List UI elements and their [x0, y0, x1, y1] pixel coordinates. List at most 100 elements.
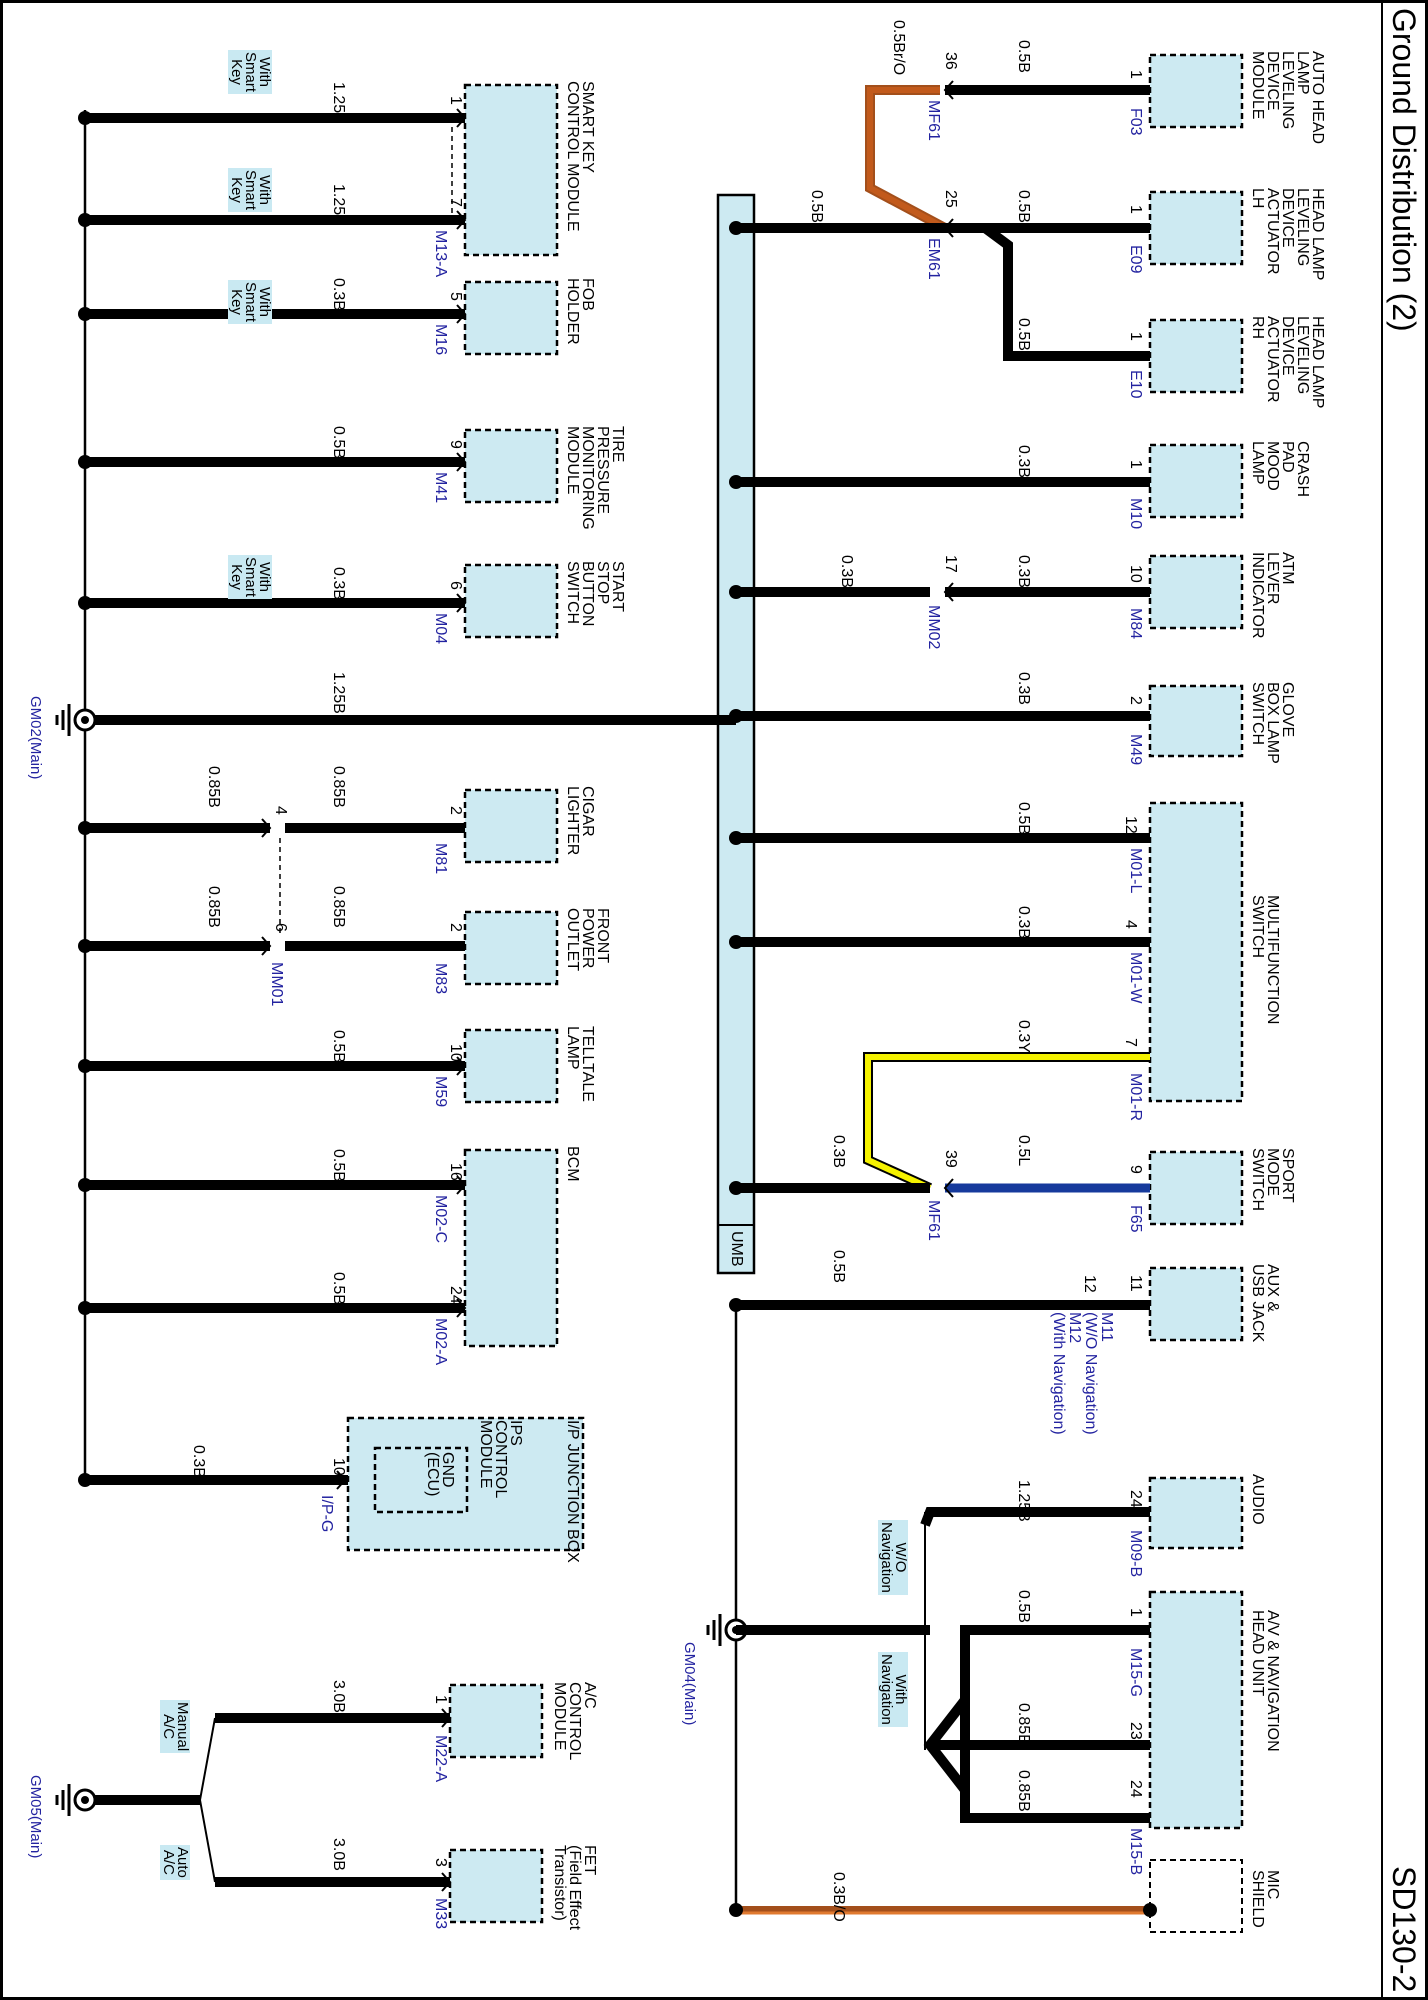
audio-connector: M09-B	[1127, 1530, 1144, 1578]
glove-box	[1148, 684, 1244, 758]
ips-gnd-label: GND (ECU)	[424, 1452, 456, 1497]
smartkey-label: SMART KEY CONTROL MODULE	[564, 81, 596, 232]
ip-junction-box	[346, 1416, 585, 1552]
bcm-16-pin: 16	[447, 1163, 464, 1181]
glove-label: GLOVE BOX LAMP SWITCH	[1249, 682, 1296, 764]
avn-merge-wire	[923, 1696, 969, 1794]
crash-wire-label: 0.3B	[1015, 445, 1032, 478]
mm02-pin: 17	[942, 555, 959, 573]
auto-head-wire-label: 0.5B	[1015, 40, 1032, 73]
multifunction-wire-label-1: 0.3B	[1015, 906, 1032, 939]
telltale-arrow	[456, 1056, 467, 1076]
fob-connector: M16	[432, 324, 449, 356]
mm02-code: MM02	[925, 605, 942, 650]
front-junction	[78, 939, 92, 953]
bcm-16-connector: M02-C	[432, 1195, 449, 1244]
mm01-code: MM01	[268, 962, 285, 1007]
ips-wire-label: 0.3B	[190, 1445, 207, 1478]
bcm-24-junction	[78, 1301, 92, 1315]
em61-code: EM61	[925, 238, 942, 280]
auto-head-pin: 1	[1127, 70, 1144, 79]
smart-key-note-1: With Smart Key	[228, 50, 273, 95]
aux-pin: 11	[1127, 1275, 1144, 1292]
aux-pin-2: 12	[1081, 1275, 1098, 1293]
avn-pin-23: 23	[1127, 1722, 1144, 1740]
sport-connector: F65	[1127, 1205, 1144, 1233]
crash-connector: M10	[1127, 498, 1144, 530]
fob-arrow	[456, 304, 467, 324]
multifunction-pin-4: 4	[1122, 920, 1139, 929]
audio-label: AUDIO	[1249, 1474, 1266, 1525]
start-wire-label: 0.3B	[330, 567, 347, 600]
multifunction-connector-0: M01-L	[1127, 848, 1144, 894]
front-connector: M83	[432, 963, 449, 995]
audio-pin: 24	[1127, 1490, 1144, 1508]
sport-label: SPORT MODE SWITCH	[1249, 1148, 1296, 1212]
start-box	[463, 563, 559, 639]
bcm-16-wire-label: 0.5B	[330, 1149, 347, 1182]
with-navigation-note: With Navigation	[878, 1652, 909, 1727]
smartkey-1-arrow	[456, 108, 467, 128]
fet-wire-label: 3.0B	[330, 1838, 347, 1871]
telltale-label: TELLTALE LAMP	[564, 1026, 596, 1102]
telltale-connector: M59	[432, 1076, 449, 1108]
aux-box	[1148, 1266, 1244, 1342]
multifunction-switch-box	[1148, 801, 1244, 1103]
ac-pin: 1	[432, 1695, 449, 1704]
umb-junction-2	[729, 475, 743, 489]
fet-pin: 3	[432, 1858, 449, 1867]
auto_head-box	[1148, 53, 1244, 129]
ips-gnd-box	[373, 1446, 469, 1514]
cigar-junction	[78, 821, 92, 835]
front-wire-label: 0.85B	[330, 886, 347, 928]
mf61-bottom-code: MF61	[925, 1200, 942, 1241]
em61-wire-label: 0.5B	[808, 190, 825, 223]
avn-pin-1-24-wire	[960, 1625, 1150, 1823]
bcm-box	[463, 1148, 559, 1348]
fet-arrow	[441, 1872, 452, 1892]
hl_lh-label: HEAD LAMP LEVELING DEVICE ACTUATOR LH	[1249, 188, 1326, 281]
atm-label: ATM LEVER INDICATOR	[1249, 552, 1296, 639]
cigar-connector: M81	[432, 843, 449, 875]
bcm-24-wire-label: 0.5B	[330, 1272, 347, 1305]
multifunction-wire-label-2: 0.3Y	[1015, 1020, 1032, 1053]
aux-label: AUX & USB JACK	[1249, 1264, 1281, 1343]
tpms-label: TIRE PRESSURE MONITORING MODULE	[564, 426, 626, 530]
ac-connector: M22-A	[432, 1735, 449, 1783]
hl-rh-wire	[982, 223, 1150, 361]
front-label: FRONT POWER OUTLET	[564, 908, 611, 972]
smartkey-7-junction	[78, 213, 92, 227]
avn-label: A/V & NAVIGATION HEAD UNIT	[1249, 1610, 1281, 1752]
mf61-bottom-pin: 39	[942, 1150, 959, 1168]
smart-key-note-3: With Smart Key	[228, 280, 273, 325]
avn-wire-label-1: 0.5B	[1015, 1590, 1032, 1623]
avn-pin-24: 24	[1127, 1780, 1144, 1798]
atm-connector: M84	[1127, 608, 1144, 640]
smartkey-1-pin: 1	[447, 96, 464, 105]
brown-wire	[867, 87, 947, 231]
audio-wire	[920, 1507, 1150, 1527]
hl_rh-label: HEAD LAMP LEVELING DEVICE ACTUATOR RH	[1249, 316, 1326, 409]
ac-control-label: A/C CONTROL MODULE	[551, 1682, 598, 1761]
sport-pin: 9	[1127, 1165, 1144, 1174]
hl-lh-pin: 1	[1127, 205, 1144, 214]
tpms-box	[463, 428, 559, 504]
aux-connector: M11 (W/O Navigation) M12 (With Navigatio…	[1050, 1312, 1115, 1435]
hl_rh-box	[1148, 318, 1244, 394]
audio-wire-label: 1.25B	[1015, 1480, 1032, 1522]
crash-label: CRASH PAD MOOD LAMP	[1249, 441, 1311, 498]
ac-wire-label: 3.0B	[330, 1680, 347, 1713]
fet-label: FET (Field Effect Transistor)	[551, 1845, 598, 1931]
telltale-pin: 10	[447, 1044, 464, 1062]
gm05-label: GM05(Main)	[27, 1775, 44, 1859]
smartkey-1-junction	[78, 111, 92, 125]
avn-connector-b: M15-B	[1127, 1828, 1144, 1876]
auto-ac-note: Auto A/C	[160, 1845, 191, 1880]
smart-key-note-2: With Smart Key	[228, 168, 273, 213]
multifunction-wire-label-0: 0.5B	[1015, 802, 1032, 835]
bcm-24-pin: 24	[447, 1286, 464, 1304]
gm02-wire-label: 1.25B	[330, 672, 347, 714]
multifunction-connector-1: M01-W	[1127, 952, 1144, 1004]
atm-box	[1148, 554, 1244, 630]
